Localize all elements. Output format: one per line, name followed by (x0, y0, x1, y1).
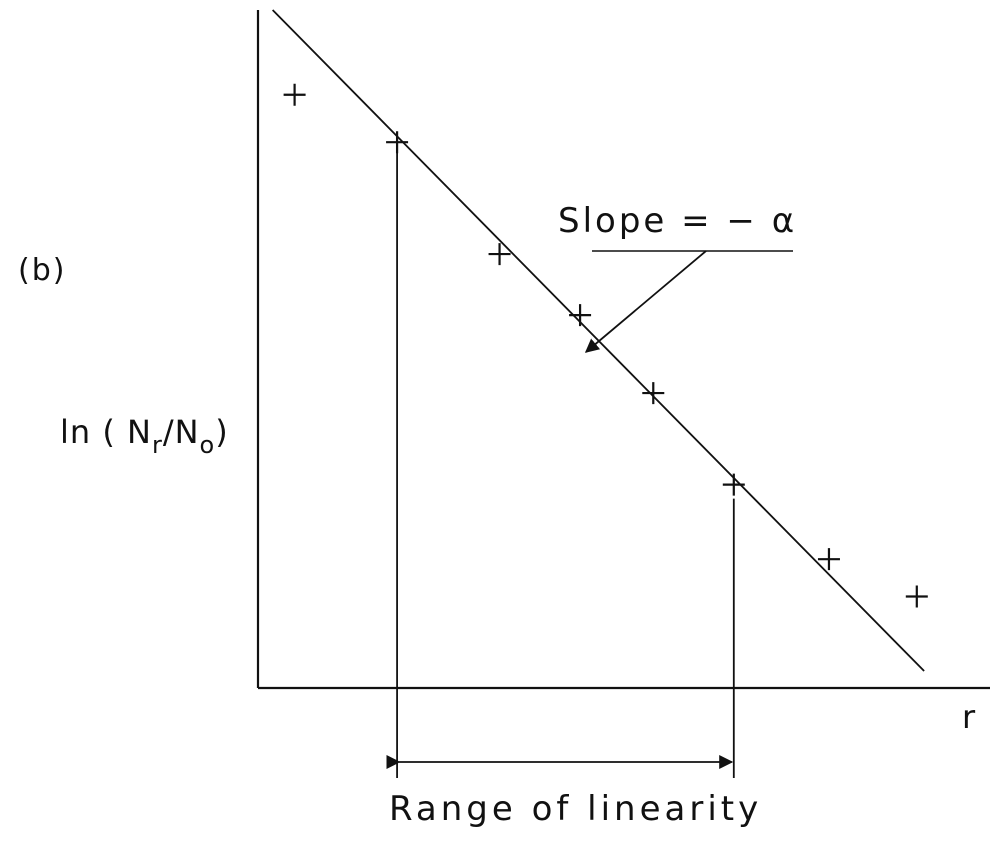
data-point-2 (386, 131, 409, 154)
data-point-5 (642, 382, 665, 405)
data-point-8 (905, 585, 928, 608)
y-axis-label: ln ( Nr/No) (60, 413, 229, 459)
data-point-4 (569, 304, 592, 327)
data-point-1 (283, 83, 306, 106)
panel-label: (b) (18, 253, 66, 288)
range-label: Range of linearity (389, 789, 762, 829)
slope-pointer-arrow (584, 250, 707, 353)
slope-label: Slope = − α (558, 201, 797, 241)
data-point-3 (488, 243, 511, 266)
data-points (283, 83, 928, 608)
data-point-7 (817, 548, 840, 571)
data-point-6 (722, 473, 745, 496)
x-axis-label: r (962, 698, 976, 736)
